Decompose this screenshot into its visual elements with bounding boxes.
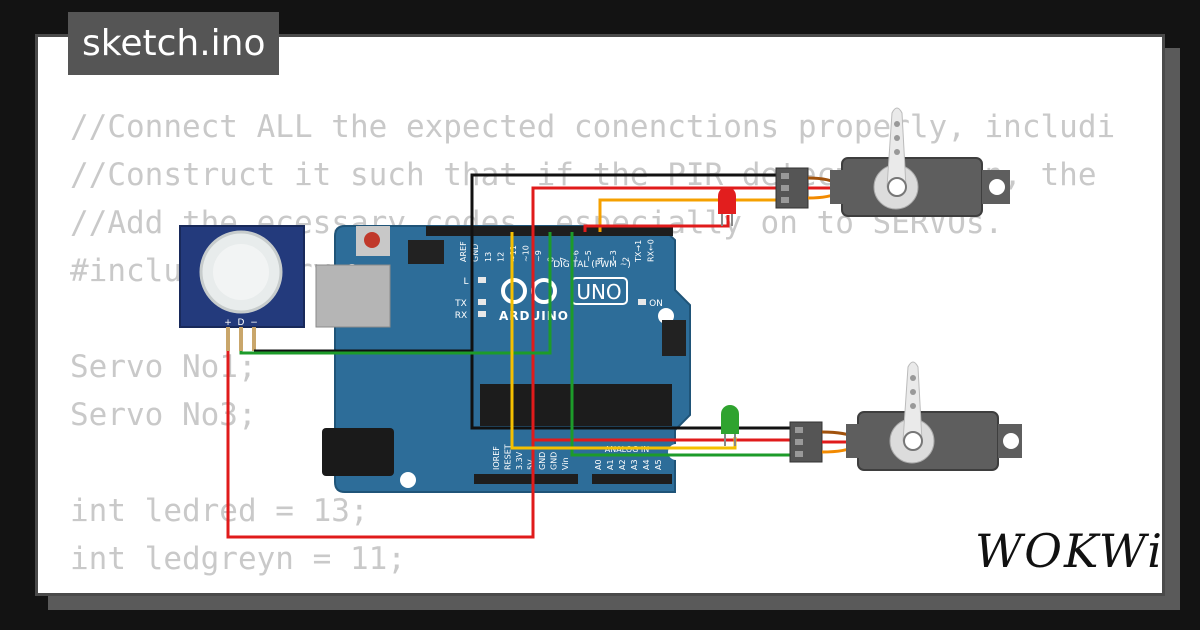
pin-label: ~5 — [584, 250, 593, 262]
pin-label: 13 — [484, 252, 493, 262]
pir-pin — [239, 327, 243, 351]
wire-black-pir-gnd — [254, 173, 780, 353]
code-line-7: Servo No3; — [70, 397, 257, 433]
led-l — [478, 277, 486, 283]
gnd-label: GND — [471, 244, 480, 262]
digital-label: DIGITAL (PWM ~) — [553, 260, 631, 270]
wire-red-pir-vcc — [226, 186, 780, 539]
arduino-uno-board[interactable]: UNO ARDUINO DIGITAL (PWM ~) L TX RX ON A… — [315, 225, 691, 493]
servo-motor-2[interactable] — [789, 361, 1022, 471]
code-line-6: Servo No1; — [70, 349, 257, 385]
pin-label: 2 — [622, 257, 631, 262]
servo-horn-screw-icon — [887, 177, 907, 197]
pin-label: A0 — [594, 459, 603, 470]
pin-label: 7 — [559, 257, 568, 262]
pin-label: TX→1 — [634, 240, 643, 263]
pin-label: A1 — [606, 459, 615, 470]
pin-label: A3 — [630, 459, 639, 470]
pin-label: A2 — [618, 459, 627, 470]
mount-hole — [668, 444, 684, 460]
pin-label: GND — [538, 452, 547, 470]
pin-label: ~10 — [522, 245, 531, 262]
led-rx — [478, 311, 486, 317]
servo-horn-screw-icon — [903, 431, 923, 451]
reset-button-cap[interactable] — [364, 232, 380, 248]
pin-label: 4 — [597, 257, 606, 262]
code-line-9: int ledred = 13; — [70, 493, 369, 529]
usb-port — [315, 264, 391, 328]
pin-label: ~9 — [534, 250, 543, 262]
pin-label: Vin — [561, 457, 570, 470]
pir-pin-data-label: D — [238, 318, 245, 328]
code-line-1: //Connect ALL the expected conenctions p… — [70, 109, 1116, 145]
wire-green-servo2-signal — [570, 232, 790, 457]
led-green[interactable] — [721, 405, 739, 446]
led-l-label: L — [463, 277, 468, 287]
led-tx — [478, 299, 486, 305]
led-tx-label: TX — [454, 299, 467, 309]
led-rx-label: RX — [455, 311, 467, 321]
power-jack — [322, 428, 394, 476]
wokwi-logo: WOKWi — [975, 524, 1164, 578]
mount-hole — [400, 472, 416, 488]
pir-pin — [226, 327, 230, 351]
led-on — [638, 299, 646, 305]
power-header — [474, 474, 578, 484]
pin-label: ~6 — [572, 250, 581, 262]
pin-label: GND — [550, 452, 559, 470]
pir-sensor[interactable]: + D − — [179, 225, 305, 351]
code-line-11: int PIR = 2; — [70, 583, 1115, 593]
pin-label: ~3 — [609, 250, 618, 262]
led-on-label: ON — [649, 299, 663, 309]
servo-connector — [775, 167, 809, 209]
analog-header — [592, 474, 672, 484]
wire-black-servo2-gnd — [470, 351, 790, 430]
pin-label: RX←0 — [647, 239, 656, 262]
pir-pin — [252, 327, 256, 351]
digital-header — [426, 226, 673, 236]
pin-label: 3.3V — [515, 451, 524, 470]
pir-dome-inner — [213, 244, 269, 300]
icsp-header — [408, 240, 444, 264]
pin-label: 12 — [497, 252, 506, 262]
file-tab[interactable]: sketch.ino — [68, 12, 280, 75]
aref-label: AREF — [459, 241, 468, 262]
servo-motor-1[interactable] — [775, 107, 1010, 217]
wire-green-pir-data — [239, 232, 552, 355]
pir-pin-gnd-label: − — [250, 318, 258, 328]
pir-pin-vcc-label: + — [224, 318, 232, 328]
pin-label: RESET — [504, 444, 513, 470]
icsp-header-right — [662, 320, 686, 356]
led-red[interactable] — [718, 187, 736, 226]
pin-label: IOREF — [492, 446, 501, 470]
model-label: UNO — [576, 280, 621, 304]
pin-label: A5 — [654, 459, 663, 470]
pin-label: A4 — [642, 459, 651, 470]
arduino-logo-icon — [501, 278, 527, 304]
atmega-chip — [480, 384, 672, 426]
wire-red-led-anode — [583, 215, 730, 232]
code-line-10: int ledgreyn = 11; — [70, 541, 406, 577]
pin-label: 5V — [527, 459, 536, 470]
servo-connector — [789, 421, 823, 463]
